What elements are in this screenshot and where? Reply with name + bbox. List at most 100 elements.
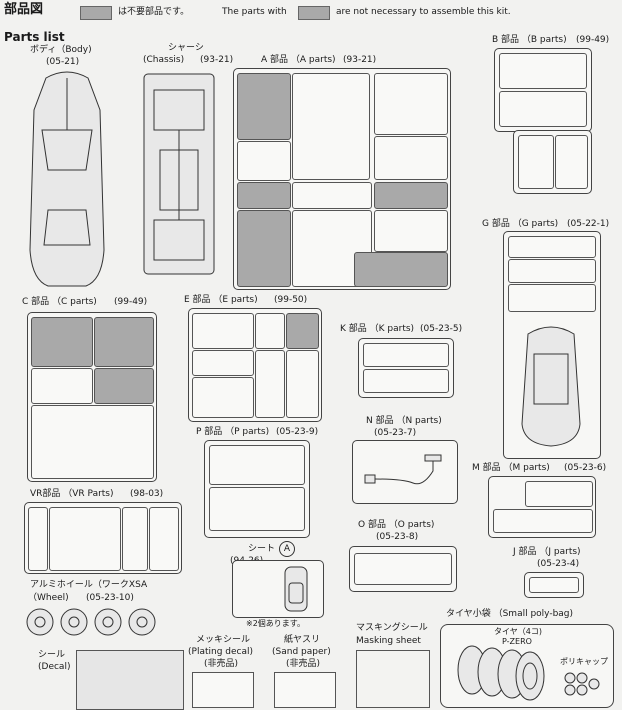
body-label: ボディ（Body) (30, 45, 92, 55)
polybag-label: タイヤ小袋 （Small poly-bag) (446, 609, 574, 619)
vr-parts-sprue (24, 502, 182, 574)
a-cell-5 (374, 136, 448, 180)
c-parts-sprue (27, 312, 157, 482)
seat-label: シート (248, 544, 276, 554)
o-parts-sprue (349, 546, 457, 592)
chassis-sub: (Chassis) (143, 55, 185, 65)
sand-label-en: (Sand paper) (272, 647, 331, 657)
k-parts-label: K 部品 （K parts) (340, 324, 415, 334)
n-parts-sprue (352, 440, 458, 504)
body-drawing (29, 71, 105, 287)
note-en-a: The parts with (222, 7, 287, 17)
b-parts-code: (99-49) (576, 35, 610, 45)
vr-cell-2 (49, 507, 121, 571)
g-cell-3 (508, 284, 596, 312)
decal-sheet (76, 650, 184, 710)
unneeded-swatch (80, 6, 112, 20)
n-parts-code: (05-23-7) (374, 428, 417, 438)
decal-label-en: (Decal) (38, 662, 71, 672)
b-parts-label: B 部品 （B parts) (492, 35, 567, 45)
e-cell-3 (286, 313, 319, 349)
parts-list-heading: Parts list (4, 30, 65, 44)
b-cell-3 (518, 135, 554, 189)
k-parts-sprue (358, 338, 454, 398)
vr-cell-1 (28, 507, 48, 571)
vr-cell-3 (122, 507, 148, 571)
a-cell-4 (237, 141, 291, 181)
b-cell-2 (499, 91, 587, 127)
k-cell-2 (363, 369, 449, 393)
c-cell-4 (94, 368, 154, 404)
a-cell-3 (374, 73, 448, 135)
page-title: 部品図 (4, 2, 44, 17)
unneeded-swatch-2 (298, 6, 330, 20)
seat-note: ※2個あります。 (246, 619, 305, 628)
p-cell-2 (209, 487, 305, 531)
a-cell-11 (374, 210, 448, 252)
a-cell-8 (374, 182, 448, 209)
a-cell-9 (237, 210, 291, 287)
a-parts-code: (93-21) (343, 55, 377, 65)
decal-label-jp: シール (38, 650, 66, 660)
j-parts-sprue (524, 572, 584, 598)
poly-cap-label: ポリキャップ (560, 657, 608, 666)
tire-label: タイヤ（4コ) (494, 627, 542, 636)
k-parts-code: (05-23-5) (420, 324, 463, 334)
p-cell-1 (209, 445, 305, 485)
g-parts-label: G 部品 （G parts) (482, 219, 559, 229)
e-cell-6 (286, 350, 319, 418)
seat-drawing (284, 566, 308, 612)
a-cell-1 (237, 73, 291, 140)
seat-sprue (232, 560, 324, 618)
e-cell-5 (255, 350, 285, 418)
b-parts-sprue (494, 48, 592, 132)
e-cell-2 (255, 313, 285, 349)
g-parts-sprue (503, 231, 601, 459)
e-parts-label: E 部品 （E parts) (184, 295, 258, 305)
m-cell-2 (493, 509, 593, 533)
e-cell-7 (192, 377, 254, 418)
o-cell-1 (354, 553, 452, 585)
e-cell-4 (192, 350, 254, 376)
note-en-b: are not necessary to assemble this kit. (336, 7, 511, 17)
masking-label-en: Masking sheet (356, 636, 421, 646)
m-parts-label: M 部品 （M parts) (472, 463, 550, 473)
a-parts-sprue (233, 68, 451, 290)
plating-label-en: (Plating decal) (188, 647, 253, 657)
tires-drawing (457, 645, 545, 701)
body-code: (05-21) (46, 57, 80, 67)
sand-sheet (274, 672, 336, 708)
wheel-code: (05-23-10) (86, 593, 134, 603)
e-cell-1 (192, 313, 254, 349)
n-part-drawing (364, 454, 442, 485)
m-cell-1 (525, 481, 593, 507)
chassis-label: シャーシ (168, 43, 204, 53)
plating-note: (非売品) (204, 659, 239, 669)
a-cell-12 (354, 252, 448, 287)
o-parts-code: (05-23-8) (376, 532, 419, 542)
j-parts-code: (05-23-4) (537, 559, 580, 569)
plating-sheet (192, 672, 254, 708)
e-parts-code: (99-50) (274, 295, 308, 305)
a-cell-7 (292, 182, 372, 209)
sand-label-jp: 紙ヤスリ (284, 635, 321, 645)
a-parts-label: A 部品 （A parts) (261, 55, 336, 65)
c-cell-2 (94, 317, 154, 367)
seat-letter: A (279, 541, 295, 557)
vr-parts-label: VR部品 （VR Parts) (30, 489, 114, 499)
plating-label-jp: メッキシール (196, 635, 251, 645)
masking-sheet (356, 650, 430, 708)
b-parts-sprue-2 (513, 130, 592, 194)
b-cell-4 (555, 135, 588, 189)
chassis-drawing (143, 73, 215, 275)
m-parts-sprue (488, 476, 596, 538)
j-cell-1 (529, 577, 579, 593)
vr-parts-code: (98-03) (130, 489, 164, 499)
g-cell-1 (508, 236, 596, 258)
c-cell-3 (31, 368, 93, 404)
e-parts-sprue (188, 308, 322, 422)
g-cell-2 (508, 259, 596, 283)
vr-cell-4 (149, 507, 179, 571)
wheels-drawing (26, 608, 156, 636)
chassis-code: (93-21) (200, 55, 234, 65)
